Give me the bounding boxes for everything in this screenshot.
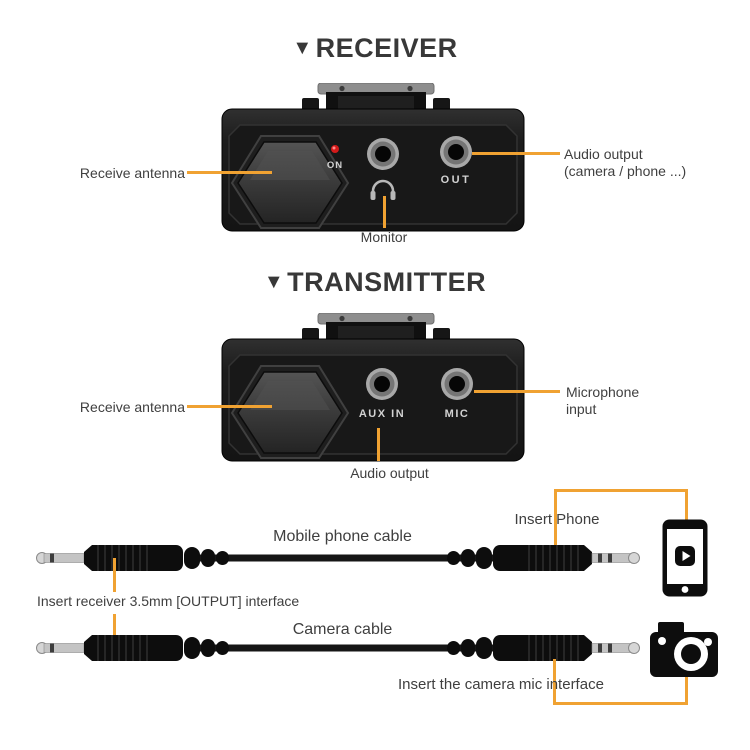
microphone-line2: input — [566, 401, 597, 417]
camera-bracket-bottom-line — [553, 702, 688, 705]
out-label: OUT — [441, 174, 472, 186]
mobile-phone-cable-image — [36, 545, 640, 571]
transmitter-section-title: ▼TRANSMITTER — [0, 267, 750, 298]
antenna-knob — [230, 365, 350, 459]
receiver-antenna-label: Receive antenna — [79, 165, 185, 181]
insert-receiver-output-label: Insert receiver 3.5mm [OUTPUT] interface — [37, 593, 300, 609]
phone-bracket-left-line — [554, 489, 557, 563]
transmitter-antenna-label: Receive antenna — [79, 399, 185, 415]
shoe-mount — [302, 83, 450, 112]
phone-icon — [662, 519, 708, 597]
transmitter-audio-output-label: Audio output — [350, 465, 429, 481]
aux-audio-output-callout-line — [377, 428, 380, 461]
receiver-plug-callout-line-bottom — [113, 614, 116, 647]
microphone-input-label: Microphone input — [566, 384, 686, 418]
phone-bracket-top-line — [554, 489, 688, 492]
camera-bracket-left-line — [553, 659, 556, 705]
insert-camera-mic-label: Insert the camera mic interface — [398, 676, 604, 693]
transmitter-device: AUX IN MIC — [221, 313, 525, 462]
power-led — [331, 145, 339, 153]
antenna-knob — [230, 135, 350, 229]
transmitter-title-text: TRANSMITTER — [287, 267, 487, 297]
receiver-title-text: RECEIVER — [315, 33, 458, 63]
stereo-plug — [447, 545, 640, 571]
aux-in-label: AUX IN — [359, 408, 405, 420]
audio-output-callout-line — [472, 152, 560, 155]
phone-bracket-right-line — [685, 489, 688, 521]
stereo-plug — [447, 635, 640, 661]
monitor-callout-line — [383, 196, 386, 228]
mic-jack — [441, 368, 473, 400]
shoe-mount — [302, 313, 450, 342]
camera-cable-label: Camera cable — [292, 621, 393, 638]
audio-output-line2: (camera / phone ...) — [564, 163, 687, 179]
camera-cable-image — [36, 635, 640, 661]
receiver-antenna-callout-line — [187, 171, 272, 174]
receiver-device: ON OUT — [221, 83, 525, 232]
camera-bracket-right-line — [685, 677, 688, 705]
mono-plug — [36, 635, 229, 661]
aux-in-jack — [366, 368, 398, 400]
monitor-jack — [367, 138, 399, 170]
microphone-input-callout-line — [474, 390, 560, 393]
on-label: ON — [327, 160, 343, 171]
triangle-marker-icon: ▼ — [292, 37, 313, 59]
insert-phone-label: Insert Phone — [514, 511, 600, 528]
out-jack — [440, 136, 472, 168]
mono-plug — [36, 545, 229, 571]
microphone-line1: Microphone — [566, 384, 640, 400]
receiver-section-title: ▼RECEIVER — [0, 33, 750, 64]
monitor-label: Monitor — [360, 229, 408, 245]
transmitter-antenna-callout-line — [187, 405, 272, 408]
audio-output-line1: Audio output — [564, 146, 643, 162]
triangle-marker-icon: ▼ — [263, 271, 285, 293]
receiver-plug-callout-line-top — [113, 558, 116, 592]
receiver-audio-output-label: Audio output (camera / phone ...) — [564, 146, 704, 180]
camera-icon — [650, 622, 718, 677]
headphone-icon — [370, 179, 396, 200]
mic-label: MIC — [445, 408, 470, 420]
mobile-phone-cable-label: Mobile phone cable — [273, 528, 412, 545]
